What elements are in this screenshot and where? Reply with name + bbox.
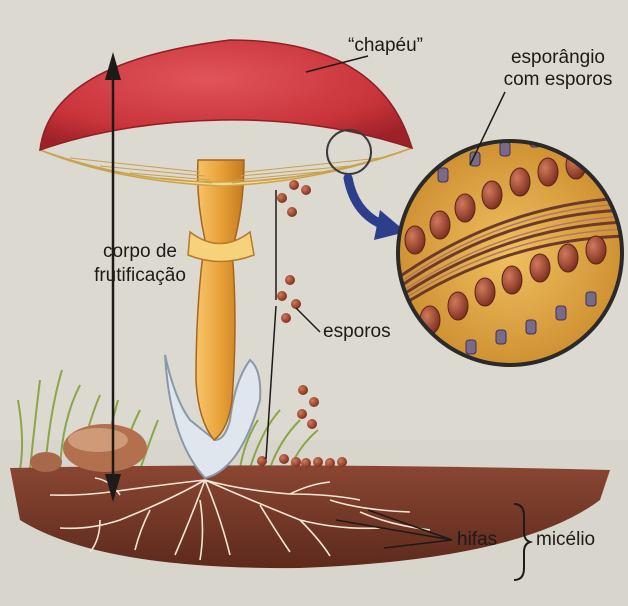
rock-highlight	[68, 428, 128, 452]
label-mycelium: micélio	[536, 528, 595, 551]
label-sporangium-line2: com esporos	[488, 68, 628, 91]
label-sporangium-line1: esporângio	[488, 46, 628, 69]
label-cap: “chapéu”	[348, 34, 423, 57]
label-fruiting-body-line1: corpo de	[70, 240, 210, 263]
rock-small	[30, 452, 62, 472]
label-fruiting-body-line2: frutificação	[70, 264, 210, 287]
label-hyphae: hifas	[457, 528, 497, 551]
label-spores: esporos	[323, 320, 391, 343]
